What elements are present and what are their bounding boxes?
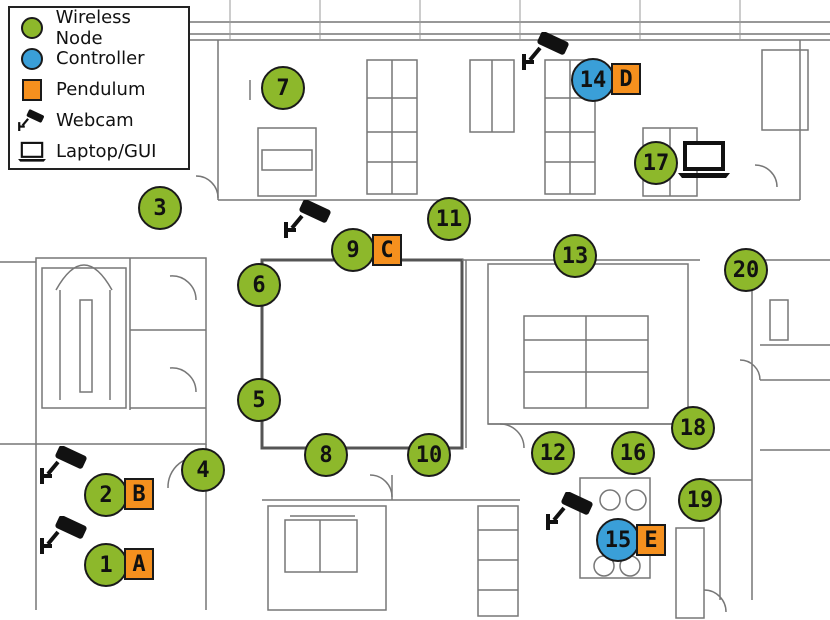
legend-label: Laptop/GUI	[56, 141, 157, 162]
wireless-node-5: 5	[237, 378, 281, 422]
legend-label: Pendulum	[56, 79, 146, 100]
webcam-icon	[522, 32, 569, 70]
controller-14: 14	[571, 58, 615, 102]
wireless-node-icon	[16, 15, 48, 41]
wireless-node-16: 16	[611, 431, 655, 475]
legend-item-controller: Controller	[16, 43, 182, 74]
pendulum-c: C	[372, 234, 402, 266]
webcam-icon	[284, 200, 331, 238]
wireless-node-19: 19	[678, 478, 722, 522]
pendulum-d: D	[611, 63, 641, 95]
webcam-icon	[40, 446, 87, 484]
wireless-node-9: 9	[331, 228, 375, 272]
legend-item-webcam: Webcam	[16, 105, 182, 136]
wireless-node-13: 13	[553, 234, 597, 278]
wireless-node-20: 20	[724, 248, 768, 292]
pendulum-icon	[16, 77, 48, 103]
legend: Wireless Node Controller Pendulum Webcam	[8, 6, 190, 170]
webcam-icon	[16, 108, 48, 134]
wireless-node-12: 12	[531, 431, 575, 475]
wireless-node-7: 7	[261, 66, 305, 110]
wireless-node-17: 17	[634, 141, 678, 185]
pendulum-b: B	[124, 478, 154, 510]
wireless-node-8: 8	[304, 433, 348, 477]
webcam-icon	[546, 492, 593, 530]
pendulum-a: A	[124, 548, 154, 580]
wireless-node-11: 11	[427, 197, 471, 241]
wireless-node-4: 4	[181, 448, 225, 492]
laptop-icon	[678, 141, 730, 178]
webcam-icon	[40, 516, 87, 554]
legend-label: Wireless Node	[55, 6, 131, 49]
laptop-icon	[16, 139, 48, 165]
legend-item-laptop: Laptop/GUI	[16, 136, 182, 167]
legend-item-wireless-node: Wireless Node	[16, 7, 182, 49]
pendulum-e: E	[636, 524, 666, 556]
wireless-node-10: 10	[407, 433, 451, 477]
wireless-node-3: 3	[138, 186, 182, 230]
legend-label: Controller	[56, 48, 145, 69]
legend-label: Webcam	[56, 110, 134, 131]
wireless-node-18: 18	[671, 406, 715, 450]
legend-item-pendulum: Pendulum	[16, 74, 182, 105]
wireless-node-6: 6	[237, 263, 281, 307]
controller-15: 15	[596, 518, 640, 562]
controller-icon	[16, 46, 48, 72]
